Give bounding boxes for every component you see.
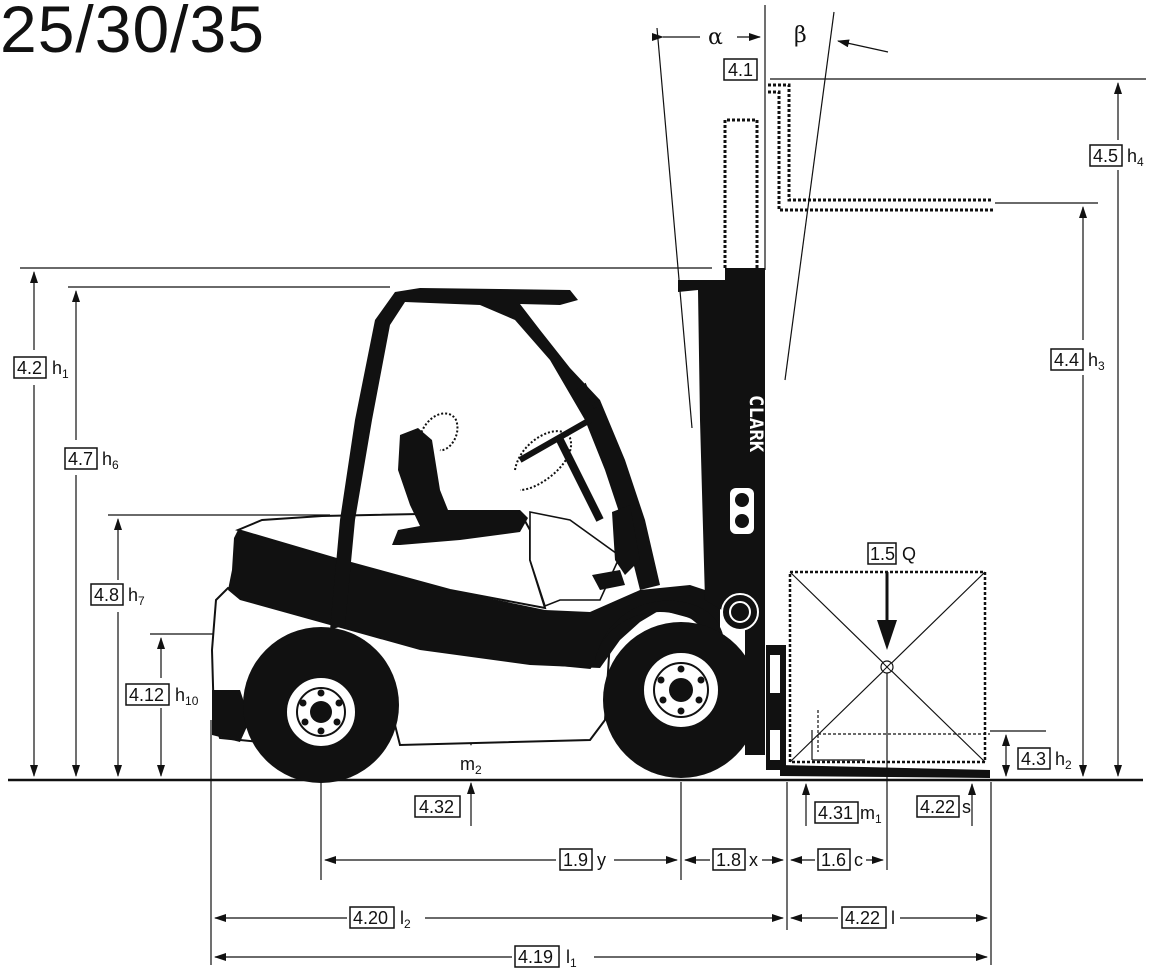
label-symbol: l — [400, 908, 404, 928]
svg-text:l2: l2 — [400, 908, 411, 931]
tilt-angle-lines: α β — [652, 11, 889, 429]
label-4-20: 4.20 l2 — [349, 906, 411, 931]
label-4-1: 4.1 — [723, 58, 758, 81]
label-subscript: 10 — [185, 694, 199, 708]
label-subscript: 4 — [1137, 155, 1144, 169]
label-code: 1.9 — [563, 850, 588, 870]
label-4-19: 4.19 l1 — [514, 945, 577, 970]
label-code: 4.7 — [68, 449, 93, 469]
label-symbol: h — [175, 685, 185, 705]
label-code: 4.5 — [1093, 146, 1118, 166]
load-box — [788, 570, 990, 764]
label-1-8: 1.8 x — [712, 848, 758, 871]
label-code: 4.32 — [419, 797, 454, 817]
forklift-silhouette: CLARK — [210, 268, 990, 783]
label-code: 4.22 — [920, 797, 955, 817]
label-subscript: 1 — [62, 367, 69, 381]
label-4-32: m2 4.32 — [414, 754, 482, 818]
label-symbol: m — [460, 754, 475, 774]
label-code: 4.31 — [818, 803, 853, 823]
label-code: 4.1 — [728, 60, 753, 80]
label-4-22-l: 4.22 l — [841, 906, 895, 929]
label-4-12: 4.12 h10 — [125, 683, 199, 708]
label-symbol: x — [749, 850, 758, 870]
label-code: 4.8 — [94, 585, 119, 605]
label-4-4: 4.4 h3 — [1050, 348, 1105, 373]
label-code: 1.5 — [870, 544, 895, 564]
label-1-9: 1.9 y — [559, 848, 606, 871]
label-code: 4.20 — [353, 908, 388, 928]
svg-text:h10: h10 — [175, 685, 199, 708]
svg-text:m1: m1 — [860, 803, 882, 826]
label-symbol: c — [854, 850, 863, 870]
label-symbol: h — [1127, 146, 1137, 166]
svg-text:h4: h4 — [1127, 146, 1144, 169]
label-4-7: 4.7 h6 — [64, 447, 119, 472]
label-symbol: l — [891, 908, 895, 928]
label-code: 4.12 — [129, 685, 164, 705]
label-symbol: h — [1088, 350, 1098, 370]
alpha-symbol: α — [708, 25, 723, 50]
label-subscript: 2 — [475, 763, 482, 777]
label-code: 4.4 — [1054, 350, 1079, 370]
label-symbol: h — [128, 585, 138, 605]
label-subscript: 2 — [404, 917, 411, 931]
label-4-31: 4.31 m1 — [814, 801, 882, 826]
svg-text:h6: h6 — [102, 449, 119, 472]
label-subscript: 6 — [112, 458, 119, 472]
label-symbol: h — [102, 449, 112, 469]
label-4-2: 4.2 h1 — [13, 356, 69, 381]
svg-text:l1: l1 — [566, 947, 577, 970]
label-subscript: 3 — [1098, 359, 1105, 373]
label-symbol: l — [566, 947, 570, 967]
svg-text:h2: h2 — [1055, 749, 1072, 772]
label-symbol: h — [1055, 749, 1065, 769]
label-code: 4.22 — [845, 908, 880, 928]
label-symbol: s — [962, 797, 971, 817]
label-subscript: 1 — [875, 812, 882, 826]
label-code: 1.8 — [716, 850, 741, 870]
label-4-8: 4.8 h7 — [90, 583, 145, 608]
label-code: 1.6 — [821, 850, 846, 870]
svg-text:h3: h3 — [1088, 350, 1105, 373]
label-code: 4.3 — [1021, 749, 1046, 769]
beta-symbol: β — [794, 23, 807, 48]
extension-lines — [20, 5, 1146, 965]
label-1-6: 1.6 c — [817, 848, 863, 871]
label-code: 4.19 — [518, 947, 553, 967]
svg-text:h1: h1 — [52, 358, 69, 381]
label-symbol: m — [860, 803, 875, 823]
label-subscript: 2 — [1065, 758, 1072, 772]
dimension-arrows — [30, 82, 1122, 961]
raised-mast-outline — [723, 83, 993, 268]
svg-text:h7: h7 — [128, 585, 145, 608]
label-symbol: Q — [902, 544, 916, 564]
label-symbol: h — [52, 358, 62, 378]
label-1-5: 1.5 Q — [867, 542, 916, 565]
label-subscript: 1 — [570, 956, 577, 970]
label-code: 4.2 — [17, 358, 42, 378]
svg-text:m2: m2 — [460, 754, 482, 777]
label-4-5: 4.5 h4 — [1089, 144, 1144, 169]
label-4-3: 4.3 h2 — [1017, 747, 1072, 772]
label-symbol: y — [597, 850, 606, 870]
label-4-22-s: 4.22 s — [916, 795, 971, 818]
brand-logo-text: CLARK — [745, 395, 767, 453]
label-subscript: 7 — [138, 594, 145, 608]
model-title: 25/30/35 — [0, 0, 265, 66]
